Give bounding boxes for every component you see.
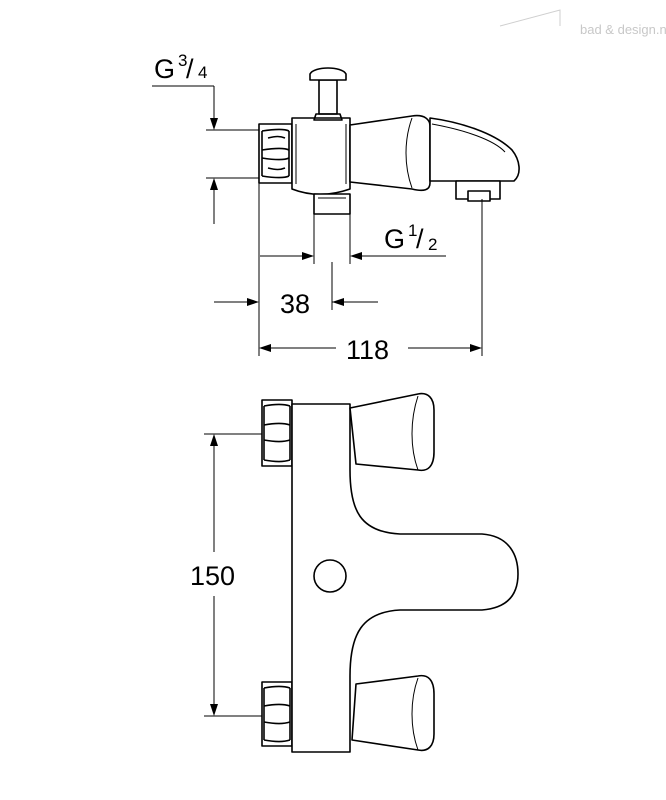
dimension-150: 150 <box>190 433 262 717</box>
dimension-118: 118 <box>258 183 483 365</box>
inlet-thread-numerator: 3 <box>178 51 187 70</box>
outlet-thread-denominator: 2 <box>428 235 437 254</box>
outlet-thread-label: G 1 / 2 <box>260 214 446 264</box>
inlet-thread-dimension <box>206 86 259 224</box>
wall-nut-upper <box>261 399 293 467</box>
inlet-thread-label: G 3 / 4 <box>152 51 214 87</box>
outlet-thread-prefix: G <box>384 224 405 254</box>
mixer-body-front <box>291 403 519 753</box>
dimension-118-value: 118 <box>346 335 389 365</box>
valve-body <box>291 117 351 196</box>
spout-side <box>429 117 520 202</box>
dimension-38-value: 38 <box>280 289 310 319</box>
dimension-38: 38 <box>214 262 378 319</box>
handle-lower <box>351 674 435 752</box>
front-view: 150 <box>190 392 519 753</box>
wall-nut <box>258 123 293 184</box>
handle-upper <box>349 392 435 472</box>
wall-nut-lower <box>261 681 293 747</box>
outlet-fitting <box>313 193 351 215</box>
watermark-text: bad & design.nl <box>580 22 666 37</box>
inlet-thread-denominator: 4 <box>198 63 207 82</box>
dimension-150-value: 150 <box>190 561 235 591</box>
outlet-thread-numerator: 1 <box>408 221 417 240</box>
inlet-thread-slash: / <box>186 54 194 84</box>
watermark: bad & design.nl <box>499 9 666 37</box>
inlet-thread-prefix: G <box>154 54 175 84</box>
diverter-knob <box>309 67 347 121</box>
outlet-thread-slash: / <box>416 224 424 254</box>
handle-side <box>349 114 431 192</box>
side-view: G 3 / 4 G 1 / 2 <box>152 51 520 365</box>
